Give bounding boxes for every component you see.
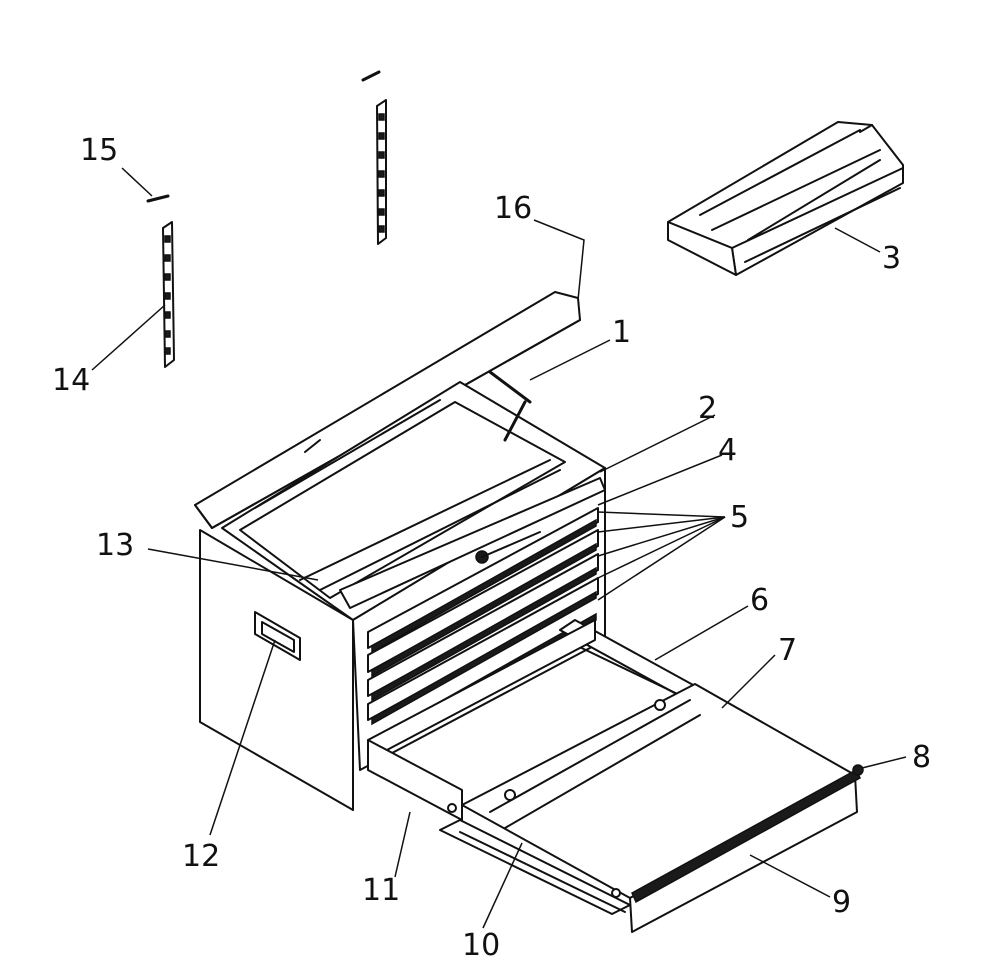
callout-13: 13 [96,528,134,563]
callout-6: 6 [750,583,769,618]
callout-14: 14 [52,363,90,398]
callout-8: 8 [912,740,931,775]
callout-10: 10 [462,928,500,963]
callout-15: 15 [80,133,118,168]
rail-strip-left [162,221,175,368]
callout-1: 1 [612,315,631,350]
open-drawer [367,619,864,933]
callout-9: 9 [832,885,851,920]
callout-4: 4 [718,433,737,468]
callout-16: 16 [494,191,532,226]
tote-tray [667,121,904,276]
callout-labels: 1 2 3 4 5 6 7 8 9 10 11 12 13 14 15 16 [52,133,931,963]
pin [146,194,170,203]
callout-7: 7 [778,633,797,668]
rail-strip-upper [361,70,387,245]
callout-11: 11 [362,873,400,908]
callout-12: 12 [182,839,220,874]
callout-2: 2 [698,391,717,426]
callout-3: 3 [882,241,901,276]
callout-5: 5 [730,500,749,535]
tool-chest-body [194,291,606,811]
leader-lines [91,167,907,929]
